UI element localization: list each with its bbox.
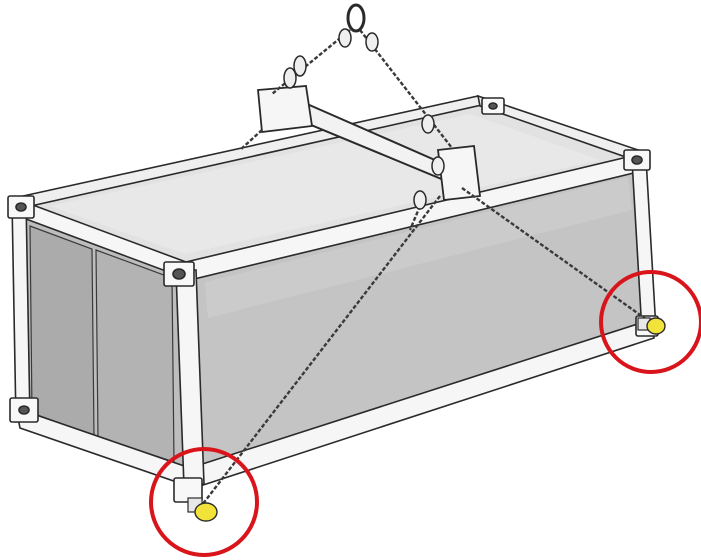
chain-back-leg-2 [408, 205, 422, 231]
red-circle-highlight-icon-right [599, 270, 701, 374]
chain-back-leg [239, 129, 263, 151]
corner-post-left [11, 199, 31, 423]
spreader-end-plate-right [436, 145, 482, 201]
container-door-right [95, 249, 175, 463]
container-door-left [29, 225, 95, 437]
shipping-container [7, 94, 659, 503]
container-side-shade [205, 177, 632, 318]
chain-shackles [283, 28, 445, 210]
spreader-bar [257, 85, 482, 201]
master-link-icon [346, 3, 366, 33]
spreader-end-plate-left [257, 85, 314, 134]
yellow-lift-lug-icon-right [637, 317, 666, 335]
red-circle-highlight-icon-front [149, 447, 259, 557]
yellow-lift-lug-icon-front [187, 497, 218, 522]
chain-top-left [271, 29, 351, 95]
chain-left-to-right-lug [461, 187, 651, 323]
chain-right-to-front-lug [201, 195, 441, 506]
